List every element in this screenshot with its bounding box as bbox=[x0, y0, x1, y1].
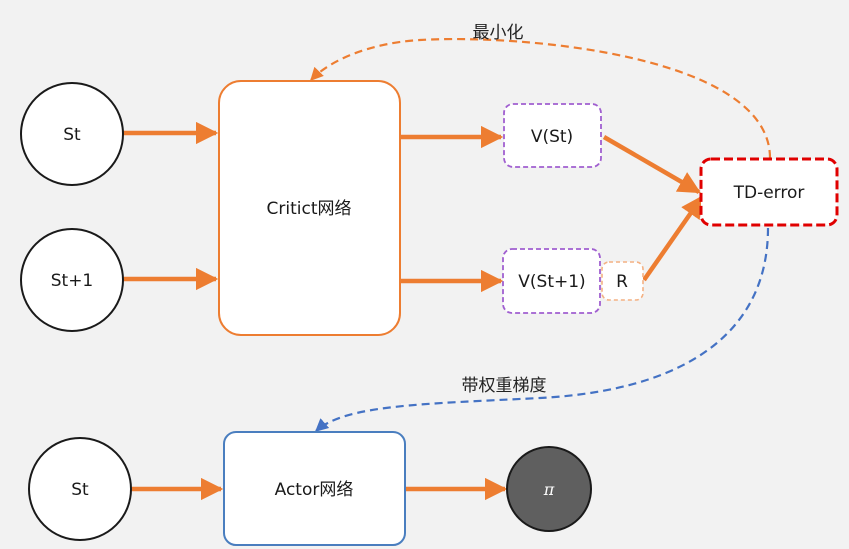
td-error-label: TD-error bbox=[733, 183, 805, 203]
actor-input-st-node bbox=[28, 437, 132, 541]
minimize-label: 最小化 bbox=[473, 23, 524, 43]
value-st1-box bbox=[502, 248, 601, 314]
critic-input-st-node bbox=[20, 82, 124, 186]
arrow-vst-to-td bbox=[602, 135, 701, 194]
policy-pi-label: π bbox=[543, 480, 555, 499]
critic-input-st1-node bbox=[20, 228, 124, 332]
minimize-feedback-arrow bbox=[310, 37, 772, 159]
weighted-gradient-arrow bbox=[315, 227, 770, 432]
critic-network-box bbox=[218, 80, 401, 336]
critic-input-st-label: St bbox=[63, 125, 81, 145]
arrow-r-to-td bbox=[642, 195, 704, 282]
td-error-box bbox=[699, 157, 839, 227]
actor-input-st-label: St bbox=[71, 480, 89, 500]
reward-label: R bbox=[616, 272, 628, 292]
policy-pi-node bbox=[506, 446, 592, 532]
value-st-label: V(St) bbox=[531, 127, 573, 147]
actor-network-label: Actor网络 bbox=[275, 480, 354, 500]
reward-box bbox=[601, 261, 644, 301]
critic-network-label: Critict网络 bbox=[267, 199, 352, 219]
value-st-box bbox=[503, 103, 602, 168]
actor-network-box bbox=[223, 431, 406, 546]
weighted-gradient-label: 带权重梯度 bbox=[462, 376, 547, 396]
critic-input-st1-label: St+1 bbox=[51, 271, 94, 291]
value-st1-label: V(St+1) bbox=[518, 272, 585, 292]
